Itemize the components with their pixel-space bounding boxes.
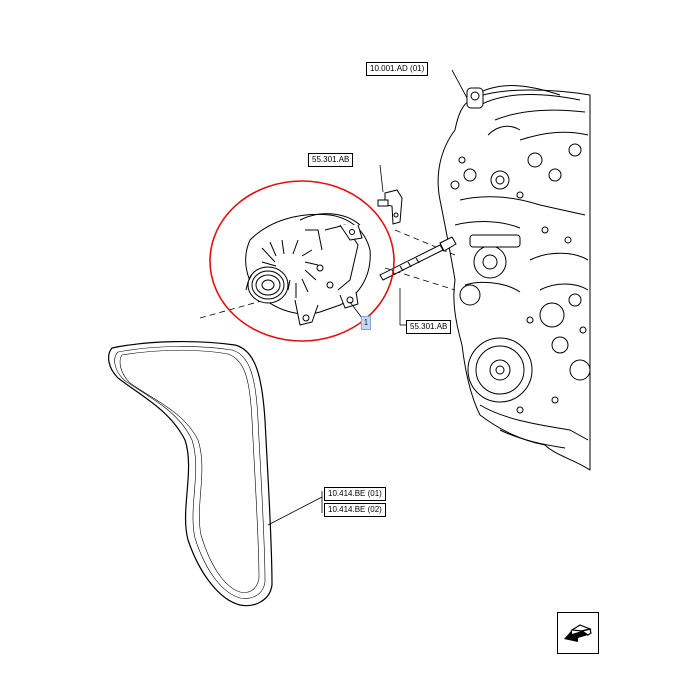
return-arrow-icon (564, 624, 592, 642)
ref-label-engine[interactable]: 10.001.AD (01) (366, 62, 429, 76)
ref-label-belt-2[interactable]: 10.414.BE (02) (324, 503, 386, 517)
drive-belt (108, 340, 273, 607)
engine-block (437, 85, 591, 471)
alternator-bracket (377, 189, 403, 225)
highlight-circle (209, 180, 395, 342)
ref-label-bolt[interactable]: 55.301.AB (406, 320, 452, 334)
return-button[interactable] (557, 612, 599, 654)
ref-label-belt-1[interactable]: 10.414.BE (01) (324, 487, 386, 501)
alternator (245, 213, 371, 326)
mounting-bolt (379, 236, 457, 281)
alternator-pulley (245, 266, 291, 304)
callout-item-1[interactable]: 1 (361, 316, 371, 330)
ref-label-bracket[interactable]: 55.301.AB (308, 153, 354, 167)
